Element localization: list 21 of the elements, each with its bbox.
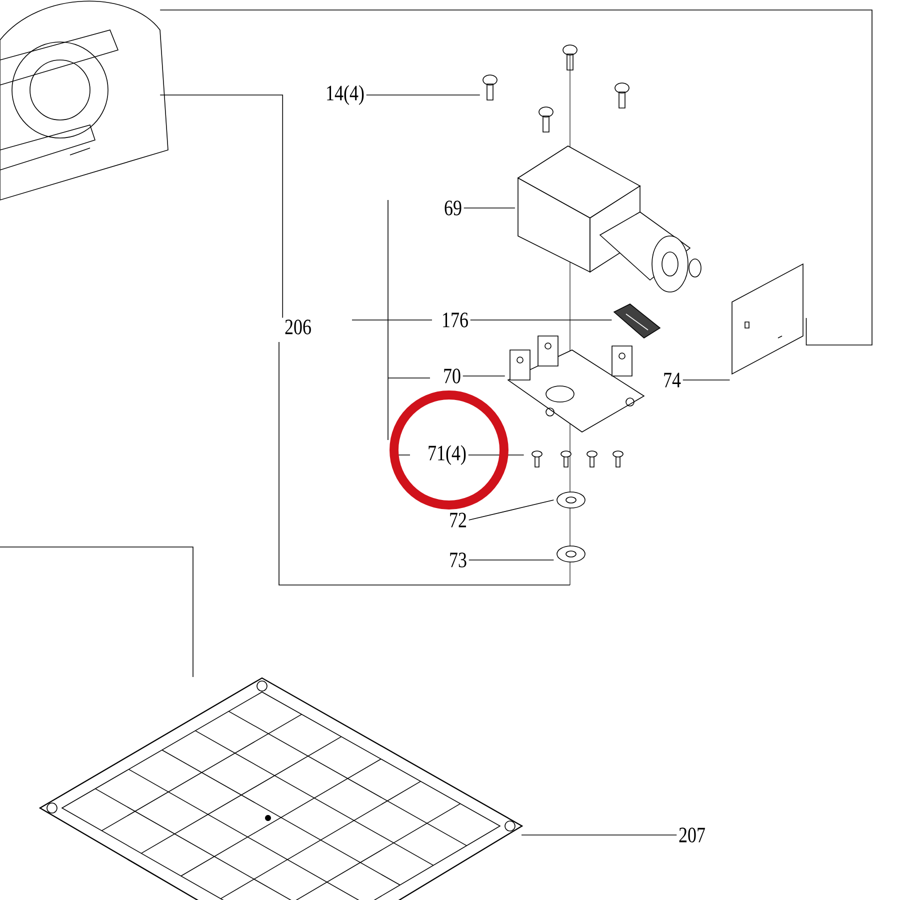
part-number: 72 xyxy=(450,512,466,528)
part-number: 176 xyxy=(443,312,468,328)
leader-line xyxy=(0,546,194,678)
part-number: 207 xyxy=(679,828,705,842)
leader-line xyxy=(160,10,872,346)
part-number: 74 xyxy=(664,372,681,388)
housing-drawing xyxy=(0,0,168,200)
washer-drawing xyxy=(556,546,586,562)
leader-line xyxy=(366,94,480,96)
part-number: 206 xyxy=(285,320,311,334)
screw-drawing xyxy=(532,450,624,468)
part-number: 73 xyxy=(450,552,466,568)
part-number: 70 xyxy=(444,368,460,384)
leader-line xyxy=(160,94,284,318)
washer-drawing xyxy=(556,492,586,508)
part-number: 14(4) xyxy=(327,85,364,105)
screw-drawing xyxy=(482,44,630,132)
part-number: 69 xyxy=(444,200,462,216)
leader-line xyxy=(468,500,554,520)
leader-line xyxy=(521,834,678,836)
part-number: 71(4) xyxy=(428,445,466,465)
